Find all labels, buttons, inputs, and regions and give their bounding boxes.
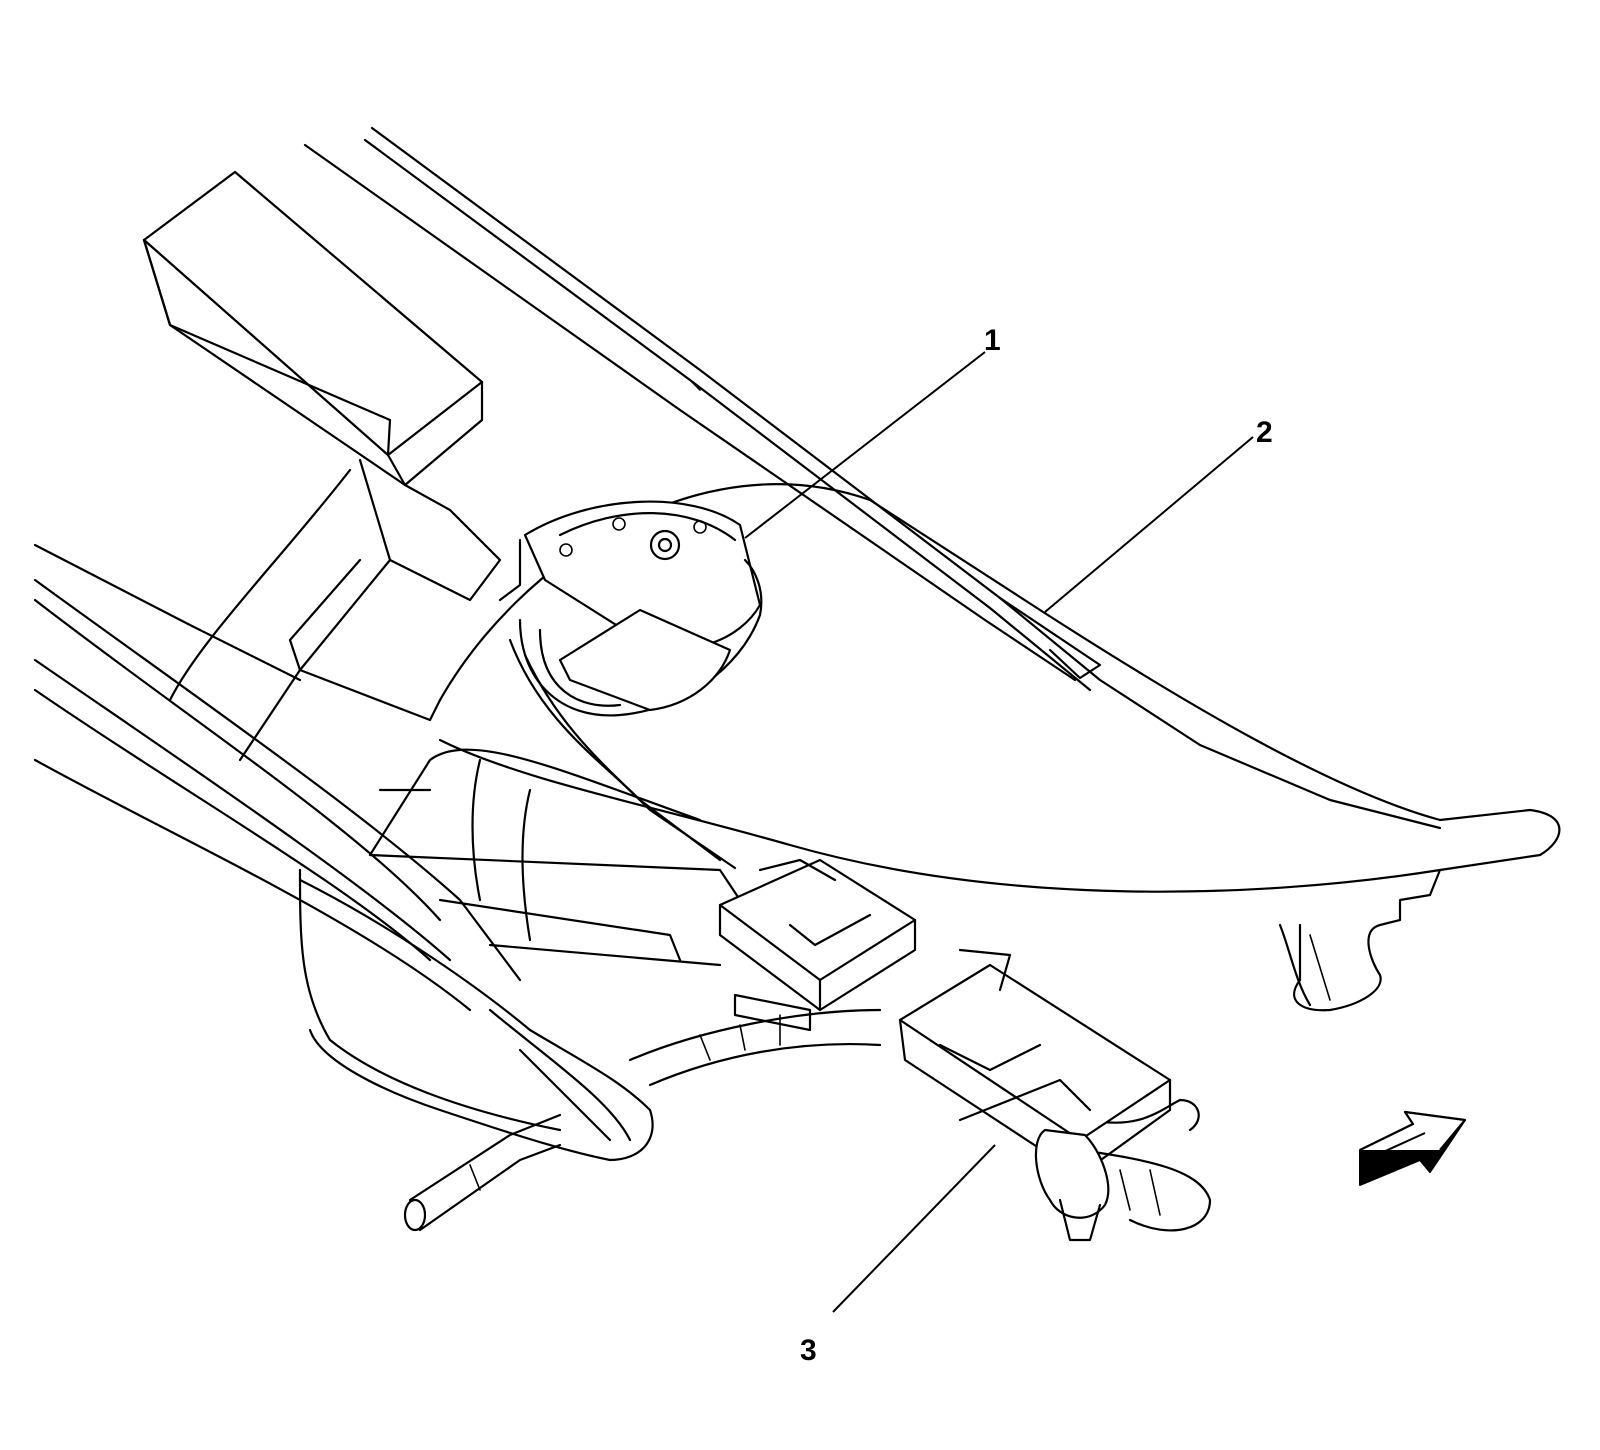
upper-left-module: [142, 170, 484, 487]
upper-panel-edge: [303, 126, 1442, 830]
lower-trim-piece: [298, 878, 654, 1162]
callout-leader-1: [744, 351, 986, 539]
support-bracket: [168, 458, 502, 762]
lower-dash-structure: [33, 543, 742, 1132]
callout-leader-3: [832, 1144, 996, 1313]
sensor-assembly: [498, 500, 763, 870]
forward-arrow-icon: [1359, 1110, 1467, 1186]
trim-panel: [438, 483, 1561, 1012]
callout-leaders: [744, 351, 1254, 1313]
wire-harness: [403, 1008, 1212, 1232]
lower-connector: [898, 948, 1172, 1242]
connector-upper: [718, 858, 917, 1032]
callout-label-2: 2: [1256, 416, 1273, 449]
callout-leader-2: [1044, 436, 1254, 613]
callout-label-1: 1: [984, 324, 1001, 357]
callout-label-3: 3: [800, 1334, 817, 1367]
